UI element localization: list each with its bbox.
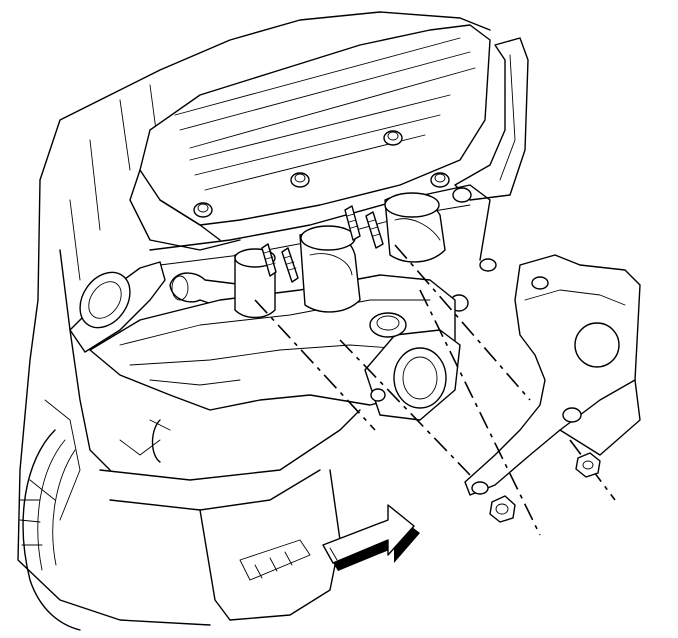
valve-cover-bolt bbox=[193, 202, 213, 218]
valve-cover bbox=[129, 24, 491, 251]
manifold-stud bbox=[261, 243, 277, 277]
manifold-stud bbox=[344, 205, 361, 241]
exhaust-nut bbox=[489, 495, 516, 523]
engine-block bbox=[17, 11, 491, 631]
valve-cover-bolt bbox=[290, 172, 310, 188]
valve-cover-bolt bbox=[383, 130, 403, 146]
arrow-icon bbox=[322, 504, 420, 571]
engine-lift-bracket bbox=[452, 37, 529, 203]
exhaust-manifold bbox=[89, 192, 461, 421]
heat-shield-bracket bbox=[464, 254, 641, 496]
exhaust-nut bbox=[575, 452, 601, 478]
manifold-stud bbox=[281, 247, 299, 283]
manifold-stud bbox=[365, 211, 384, 249]
oil-pan bbox=[99, 409, 361, 621]
coolant-pipe bbox=[69, 261, 261, 353]
valve-cover-bolt bbox=[430, 172, 450, 188]
